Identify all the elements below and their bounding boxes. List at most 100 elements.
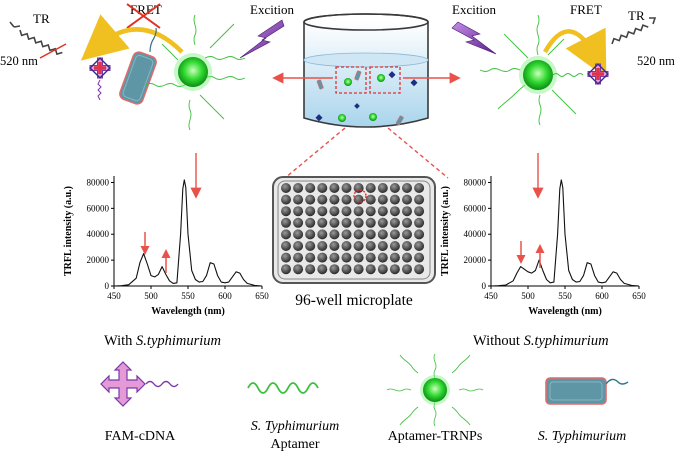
plate-well xyxy=(341,241,352,251)
plate-well xyxy=(341,229,352,240)
left-emission-wave xyxy=(19,29,63,56)
plate-well xyxy=(305,194,316,205)
plate-well xyxy=(402,206,412,217)
left-bacteria-icon xyxy=(119,51,157,105)
plate-well xyxy=(317,264,328,275)
plate-well xyxy=(281,217,291,228)
y-tick-label: 20000 xyxy=(87,255,110,265)
left-bacteria-flagellum xyxy=(149,27,157,53)
plate-well xyxy=(377,229,388,240)
x-tick-label: 550 xyxy=(558,291,572,301)
plate-well xyxy=(389,206,400,217)
x-tick-label: 600 xyxy=(595,291,609,301)
plate-well xyxy=(293,252,304,263)
x-tick-label: 450 xyxy=(107,291,121,301)
legend-trnp-icon xyxy=(386,353,484,427)
plate-wells xyxy=(281,183,425,275)
y-tick-label: 0 xyxy=(105,281,110,291)
microplate-label: 96-well microplate xyxy=(295,292,413,309)
left-fret-cross-b xyxy=(126,3,161,29)
right-emission-wave xyxy=(611,24,649,45)
spectrum-line xyxy=(490,179,640,287)
right-fam-cross-icon xyxy=(587,63,609,85)
plate-well xyxy=(414,217,425,228)
plate-well xyxy=(365,183,376,193)
plate-well xyxy=(281,264,291,275)
plate-well xyxy=(402,229,412,240)
plate-well xyxy=(341,217,352,228)
x-axis-title: Wavelength (nm) xyxy=(151,306,225,317)
plate-well xyxy=(329,229,340,240)
y-tick-label: 60000 xyxy=(464,203,487,213)
plate-well xyxy=(365,194,376,205)
plate-well xyxy=(329,252,340,263)
plate-well xyxy=(329,264,340,275)
legend-bacteria-label: S. Typhimurium xyxy=(538,429,626,444)
left-emission-blocked-x xyxy=(39,43,67,59)
plate-well xyxy=(365,217,376,228)
left-top-scene: TR 520 nm FRET xyxy=(0,2,295,131)
right-emission-arrowhead xyxy=(649,17,657,25)
plate-well xyxy=(402,217,412,228)
left-fret-label: FRET xyxy=(130,2,162,17)
plate-well xyxy=(293,229,304,240)
center-well xyxy=(272,13,461,179)
well-zoom-box-right xyxy=(369,66,401,94)
plate-well xyxy=(414,229,425,240)
y-tick-label: 80000 xyxy=(464,177,487,187)
plate-well xyxy=(402,241,412,251)
plate-well xyxy=(414,241,425,251)
left-wavelength-label: 520 nm xyxy=(0,54,38,68)
plate-well xyxy=(281,229,291,240)
y-axis-title: TRFL intensity (a.u.) xyxy=(440,186,451,276)
right-excitation-label: Excition xyxy=(452,2,497,17)
x-tick-label: 450 xyxy=(484,291,498,301)
well-particles xyxy=(315,70,418,126)
plate-well xyxy=(329,194,340,205)
legend: FAM-cDNA S. Typhimurium Aptamer Aptamer-… xyxy=(100,353,629,452)
plate-well xyxy=(377,217,388,228)
plate-well xyxy=(389,183,400,193)
right-tr-label: TR xyxy=(628,8,645,23)
plate-well xyxy=(353,206,364,217)
plate-well xyxy=(414,183,425,193)
plate-well xyxy=(317,217,328,228)
plate-well xyxy=(353,264,364,275)
y-tick-label: 40000 xyxy=(464,229,487,239)
plate-well xyxy=(317,194,328,205)
y-tick-label: 80000 xyxy=(87,177,110,187)
plate-well xyxy=(389,241,400,251)
plate-well xyxy=(414,252,425,263)
plate-well xyxy=(377,264,388,275)
plate-well xyxy=(293,206,304,217)
legend-aptamer-line2: Aptamer xyxy=(271,437,320,452)
x-tick-label: 500 xyxy=(144,291,158,301)
plate-well xyxy=(305,241,316,251)
plate-well xyxy=(341,252,352,263)
zoom-line-left xyxy=(284,127,346,179)
plate-well xyxy=(414,264,425,275)
right-trnp-icon xyxy=(479,14,577,126)
plate-well xyxy=(329,217,340,228)
plate-well xyxy=(281,241,291,251)
plate-well xyxy=(305,229,316,240)
x-tick-label: 650 xyxy=(632,291,646,301)
left-chart-caption: With S.typhimurium xyxy=(104,333,221,349)
plate-well xyxy=(293,217,304,228)
plate-well xyxy=(341,206,352,217)
left-fam-cross-icon xyxy=(89,57,111,79)
x-axis-title: Wavelength (nm) xyxy=(528,306,602,317)
plate-well xyxy=(293,194,304,205)
legend-fam-label: FAM-cDNA xyxy=(105,429,176,444)
plate-well xyxy=(365,206,376,217)
left-emission-arrowhead xyxy=(9,21,21,28)
plate-well xyxy=(389,252,400,263)
left-caption-species: S.typhimurium xyxy=(136,333,221,349)
plate-well xyxy=(402,264,412,275)
plate-well xyxy=(414,194,425,205)
plate-well xyxy=(353,252,364,263)
